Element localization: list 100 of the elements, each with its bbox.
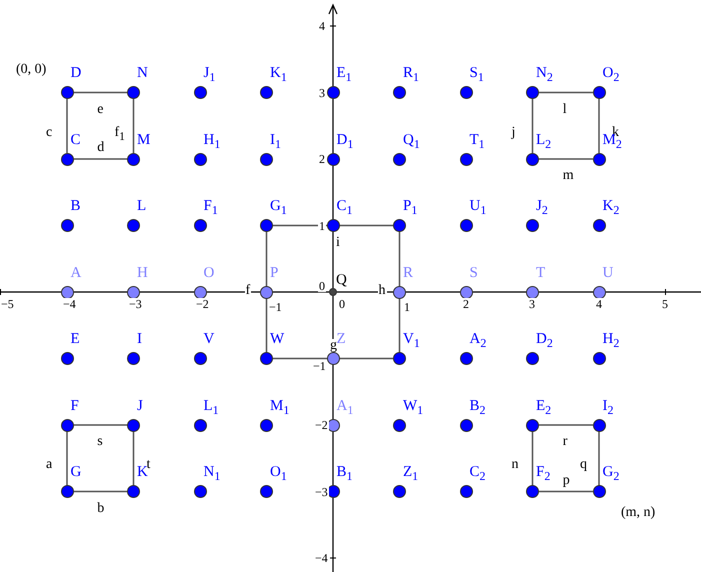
line-segment [66, 431, 68, 486]
point-label: F$_{1}$ [204, 199, 218, 216]
point-label: W [270, 332, 284, 347]
tick-label: 1 [403, 301, 411, 313]
tick-label: −5 [0, 298, 15, 310]
point-label: D$_{1}$ [336, 132, 354, 150]
line-segment [538, 158, 593, 160]
point-label: R$_{1}$ [403, 66, 420, 83]
line-segment [532, 98, 534, 153]
line-segment [532, 431, 534, 486]
tick-label: 2 [462, 298, 470, 310]
point-label: V [204, 332, 214, 347]
point-label: I$_{1}$ [270, 132, 281, 150]
point-label: E [70, 332, 80, 347]
segment-label: q [579, 458, 588, 472]
line-segment [73, 490, 128, 492]
segment-label: g [329, 338, 338, 352]
point-label: J [137, 398, 143, 414]
point-label: H [137, 266, 148, 280]
line-segment [132, 431, 134, 486]
tick-label: −4 [314, 552, 329, 564]
point-label: M [137, 132, 150, 148]
tick-label: 5 [661, 298, 669, 310]
line-segment [272, 224, 394, 226]
coordinate-label: (m, n) [620, 506, 656, 520]
point-label: R [403, 266, 414, 280]
point-label: U$_{1}$ [470, 199, 486, 216]
point-label: G$_{1}$ [270, 199, 287, 216]
line-segment [272, 358, 394, 360]
tick-label: 0 [338, 298, 346, 310]
point-label: N$_{2}$ [536, 66, 553, 83]
point-label: D$_{2}$ [536, 332, 553, 349]
point-label: S$_{1}$ [470, 66, 484, 83]
line-segment [73, 92, 128, 94]
point-label: G$_{2}$ [602, 465, 620, 482]
point-label: O [204, 266, 214, 280]
tick-label: 3 [318, 87, 326, 99]
line-segment [66, 98, 68, 153]
point-label: T [536, 266, 546, 280]
point-label: O$_{2}$ [602, 66, 620, 83]
point-label: N$_{1}$ [204, 465, 220, 482]
point-label: G [70, 465, 82, 480]
point-label: J$_{1}$ [204, 66, 216, 83]
point-label: B$_{1}$ [336, 465, 353, 482]
point-label: E$_{1}$ [336, 66, 352, 83]
tick-label: −1 [312, 360, 327, 372]
point-label: P$_{1}$ [403, 199, 418, 216]
point-label: E$_{2}$ [536, 398, 552, 416]
line-segment [398, 232, 400, 352]
tick-label: 2 [318, 153, 326, 165]
tick-label: −2 [314, 419, 329, 431]
point-label: F$_{2}$ [536, 465, 550, 482]
point-label: J$_{2}$ [536, 199, 548, 216]
point-label: Q [336, 273, 347, 288]
line-segment [538, 424, 593, 426]
point-label: P [270, 266, 278, 280]
point-label: Z [336, 332, 346, 347]
point-label: K$_{2}$ [602, 199, 620, 216]
point-label: W$_{1}$ [403, 398, 424, 416]
point-label: O$_{1}$ [270, 465, 287, 482]
line-segment [73, 424, 128, 426]
point-label: L$_{2}$ [536, 132, 552, 150]
point-label: B [70, 199, 81, 214]
point-label: B$_{2}$ [470, 398, 486, 416]
segment-label: f$_{1}$ [114, 126, 126, 142]
point-label: F [70, 398, 79, 414]
point-label: V$_{1}$ [403, 332, 420, 349]
segment-label: b [96, 502, 106, 516]
line-segment [538, 490, 593, 492]
point-label: C [70, 132, 81, 148]
coordinate-label: (0, 0) [15, 63, 48, 77]
point-label: Z$_{1}$ [403, 465, 418, 482]
point-label: A$_{2}$ [470, 332, 486, 349]
line-segment [598, 98, 600, 153]
tick-label: −3 [128, 298, 143, 310]
line-segment [538, 92, 593, 94]
point-label: Q$_{1}$ [403, 132, 420, 150]
point-label: T$_{1}$ [470, 132, 485, 150]
point-label: H$_{1}$ [204, 132, 220, 150]
tick-label: −2 [195, 298, 210, 310]
point-label: H$_{2}$ [602, 332, 620, 349]
line-segment [266, 232, 268, 352]
tick-label: 0 [318, 280, 326, 292]
point-label: L$_{1}$ [204, 398, 219, 416]
point-label: S [470, 266, 478, 280]
line-segment [598, 431, 600, 486]
point-label: C$_{2}$ [470, 465, 486, 482]
tick-label: 1 [318, 220, 326, 232]
point-label: L [137, 199, 146, 214]
tick-label: −1 [268, 301, 283, 313]
tick-label: −3 [314, 486, 329, 498]
tick-label: 4 [595, 298, 603, 310]
point-label: N [137, 66, 148, 81]
point-label: I [137, 332, 142, 347]
point-label: K$_{1}$ [270, 66, 287, 83]
point-label: I$_{2}$ [602, 398, 614, 416]
point-label: M$_{1}$ [270, 398, 290, 416]
tick-label: −4 [62, 298, 77, 310]
point-label: A$_{1}$ [336, 398, 354, 416]
point-label: U [602, 266, 614, 280]
